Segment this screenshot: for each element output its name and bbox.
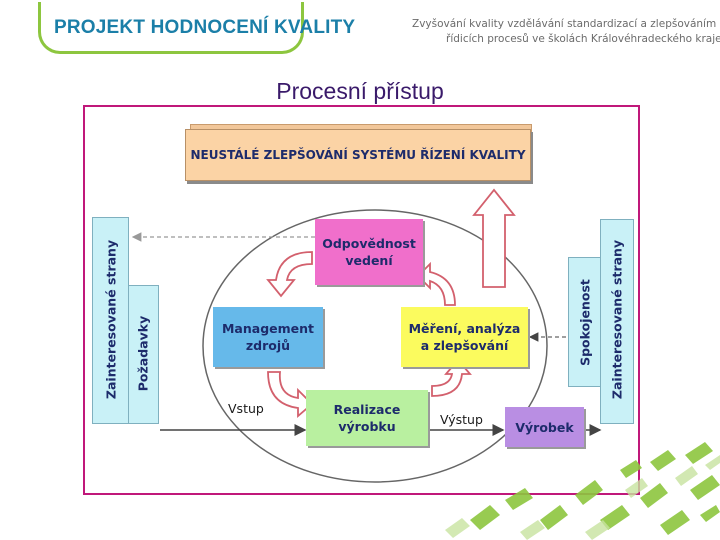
left-stakeholders-label: Zainteresované strany <box>103 239 119 400</box>
realization-line1: Realizace <box>333 402 401 417</box>
header-subtitle-line2: řídicích procesů ve školách Královéhrade… <box>446 33 720 45</box>
product-box: Výrobek <box>505 407 584 447</box>
right-stakeholders-label: Zainteresované strany <box>609 239 625 400</box>
resource-management-box: Management zdrojů <box>213 307 323 367</box>
measurement-line1: Měření, analýza <box>408 321 521 336</box>
requirements-bar <box>128 285 159 424</box>
slide-title: Procesní přístup <box>276 78 444 104</box>
realization-line2: výrobku <box>338 419 396 434</box>
product-label: Výrobek <box>515 419 574 435</box>
right-stakeholders-bar <box>600 219 634 424</box>
project-logo: PROJEKT HODNOCENÍ KVALITY <box>54 17 356 38</box>
requirements-label: Požadavky <box>135 315 151 392</box>
satisfaction-label: Spokojenost <box>577 279 593 366</box>
logo-frame <box>38 2 304 54</box>
continuous-improvement-box: NEUSTÁLÉ ZLEPŠOVÁNÍ SYSTÉMU ŘÍZENÍ KVALI… <box>185 129 531 181</box>
continuous-improvement-label: NEUSTÁLÉ ZLEPŠOVÁNÍ SYSTÉMU ŘÍZENÍ KVALI… <box>190 147 526 162</box>
satisfaction-bar <box>568 257 601 387</box>
management-responsibility-box: Odpovědnost vedení <box>315 219 423 285</box>
product-realization-box: Realizace výrobku <box>306 390 428 446</box>
header-subtitle: Zvyšování kvality vzdělávání standardiza… <box>412 17 720 47</box>
measurement-analysis-box: Měření, analýza a zlepšování <box>401 307 528 367</box>
resources-line1: Management <box>221 321 314 336</box>
header-subtitle-line1: Zvyšování kvality vzdělávání standardiza… <box>412 18 717 30</box>
responsibility-line2: vedení <box>345 253 393 268</box>
output-label: Výstup <box>440 412 483 427</box>
decorative-pattern <box>470 442 720 535</box>
measurement-line2: a zlepšování <box>420 338 509 353</box>
responsibility-line1: Odpovědnost <box>322 236 416 251</box>
input-label: Vstup <box>228 401 264 416</box>
resources-line2: zdrojů <box>245 338 291 353</box>
